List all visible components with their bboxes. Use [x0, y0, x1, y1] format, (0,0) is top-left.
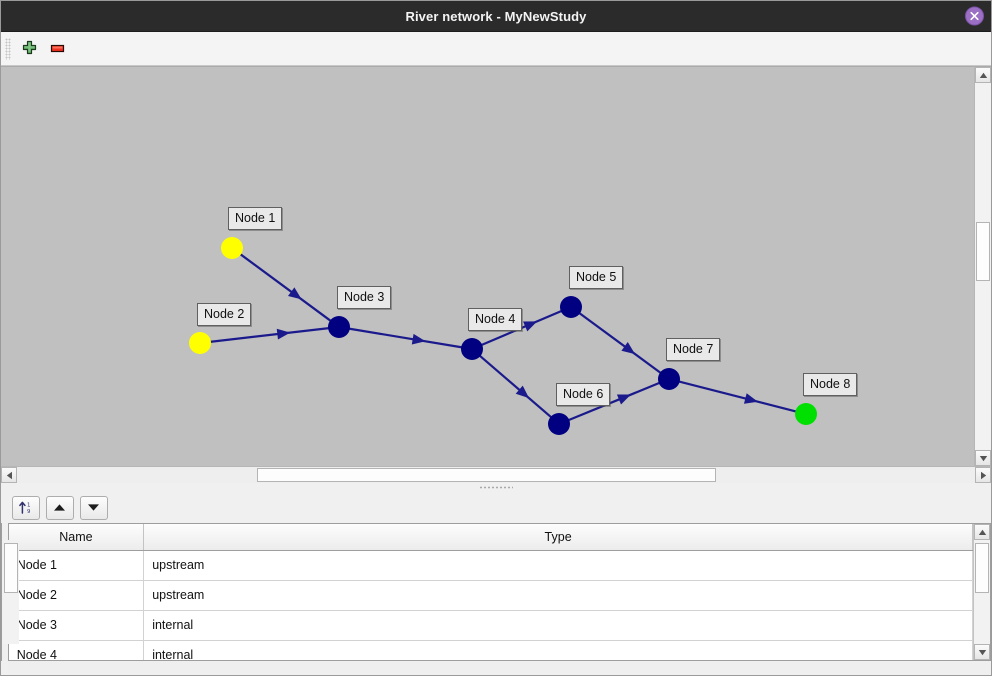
node-label-node-7[interactable]: Node 7: [666, 338, 721, 361]
node-label-node-3[interactable]: Node 3: [337, 286, 392, 309]
reaches-vscroll-track[interactable]: [3, 540, 19, 644]
svg-text:1: 1: [27, 503, 30, 509]
nodes-scroll-up-icon[interactable]: [974, 524, 991, 540]
cell-name[interactable]: Node 4: [8, 640, 145, 660]
nodes-layer: [189, 237, 817, 435]
graph-node-node-7[interactable]: [658, 368, 680, 390]
graph-node-node-8[interactable]: [795, 403, 817, 425]
edge-arrowhead: [621, 342, 636, 355]
nodes-vscroll-thumb[interactable]: [975, 543, 990, 594]
graph-edge[interactable]: [239, 253, 332, 322]
edge-arrowhead: [616, 394, 631, 405]
nodes-move-down-icon[interactable]: [79, 495, 108, 520]
svg-text:9: 9: [27, 509, 31, 515]
edge-arrowhead: [287, 287, 302, 300]
graph-node-node-5[interactable]: [560, 296, 582, 318]
graph-node-node-4[interactable]: [461, 338, 483, 360]
graph-node-node-1[interactable]: [221, 237, 243, 259]
horizontal-splitter[interactable]: [1, 483, 991, 492]
graph-edge[interactable]: [478, 354, 553, 419]
scroll-down-icon[interactable]: [975, 450, 991, 466]
canvas-vscroll-thumb[interactable]: [976, 222, 990, 282]
edge-arrowhead: [515, 385, 530, 399]
main-toolbar: [1, 32, 991, 66]
toolbar-grip[interactable]: [5, 37, 11, 60]
graph-edge[interactable]: [348, 327, 463, 349]
reaches-vscroll-thumb[interactable]: [4, 543, 18, 594]
nodes-pane-footer: [7, 661, 992, 675]
scroll-right-icon[interactable]: [975, 467, 991, 483]
cell-name[interactable]: Node 3: [8, 610, 145, 641]
nodes-toolbar: 1 9: [7, 492, 992, 523]
nodes-sort-ascending-icon[interactable]: 1 9: [11, 495, 40, 520]
edge-arrowhead: [276, 328, 291, 340]
splitter-grip: [479, 486, 513, 489]
node-label-node-8[interactable]: Node 8: [803, 373, 858, 396]
node-label-node-5[interactable]: Node 5: [569, 266, 624, 289]
scroll-up-icon[interactable]: [975, 67, 991, 83]
canvas-horizontal-scrollbar[interactable]: [1, 466, 991, 483]
edge-arrowhead: [411, 333, 426, 345]
add-icon[interactable]: [15, 36, 43, 62]
graph-node-node-6[interactable]: [548, 413, 570, 435]
column-header-type[interactable]: Type: [143, 524, 974, 551]
graph-edge[interactable]: [209, 327, 330, 343]
cell-type[interactable]: upstream: [143, 580, 974, 611]
network-graph-svg: [189, 237, 817, 435]
remove-icon[interactable]: [43, 36, 71, 62]
graph-edge[interactable]: [567, 381, 661, 422]
window-title: River network - MyNewStudy: [405, 8, 587, 24]
graph-edge[interactable]: [678, 380, 797, 413]
network-diagram-area: Node 1 Node 2 Node 3 Node 4 Node 5 Node 6 Node…: [1, 66, 991, 466]
edge-arrowhead: [523, 321, 538, 332]
node-label-node-2[interactable]: Node 2: [197, 303, 252, 326]
graph-node-node-3[interactable]: [328, 316, 350, 338]
nodes-scroll-down-icon[interactable]: [974, 644, 991, 660]
cell-name[interactable]: Node 2: [8, 580, 145, 611]
nodes-vertical-scrollbar[interactable]: [973, 524, 991, 660]
cell-name[interactable]: Node 1: [8, 550, 145, 581]
nodes-move-up-icon[interactable]: [45, 495, 74, 520]
graph-node-node-2[interactable]: [189, 332, 211, 354]
edges-layer: [209, 253, 797, 422]
canvas-hscroll-thumb[interactable]: [256, 468, 717, 482]
node-label-node-4[interactable]: Node 4: [468, 308, 523, 331]
cell-type[interactable]: internal: [143, 640, 974, 660]
cell-type[interactable]: internal: [143, 610, 974, 641]
canvas-vertical-scrollbar[interactable]: [974, 66, 991, 466]
window-titlebar: River network - MyNewStudy: [1, 1, 991, 32]
node-label-node-1[interactable]: Node 1: [228, 207, 283, 230]
canvas-hscroll-track[interactable]: [17, 467, 975, 483]
scroll-left-icon[interactable]: [1, 467, 17, 483]
edge-arrowhead: [743, 393, 758, 404]
cell-type[interactable]: upstream: [143, 550, 974, 581]
column-header-name[interactable]: Name: [8, 524, 145, 551]
node-label-node-6[interactable]: Node 6: [556, 383, 611, 406]
graph-edge[interactable]: [578, 312, 662, 374]
reaches-pane-footer: [1, 661, 2, 675]
reaches-vertical-scrollbar[interactable]: [2, 524, 19, 660]
canvas-vscroll-track[interactable]: [975, 83, 991, 450]
nodes-vscroll-track[interactable]: [974, 540, 991, 644]
network-canvas[interactable]: Node 1 Node 2 Node 3 Node 4 Node 5 Node 6 Node…: [1, 66, 974, 466]
close-icon[interactable]: [965, 6, 984, 26]
bottom-panes: 1 9 NameNode1Node2 Node 1 -> Node 3Node …: [1, 492, 992, 675]
